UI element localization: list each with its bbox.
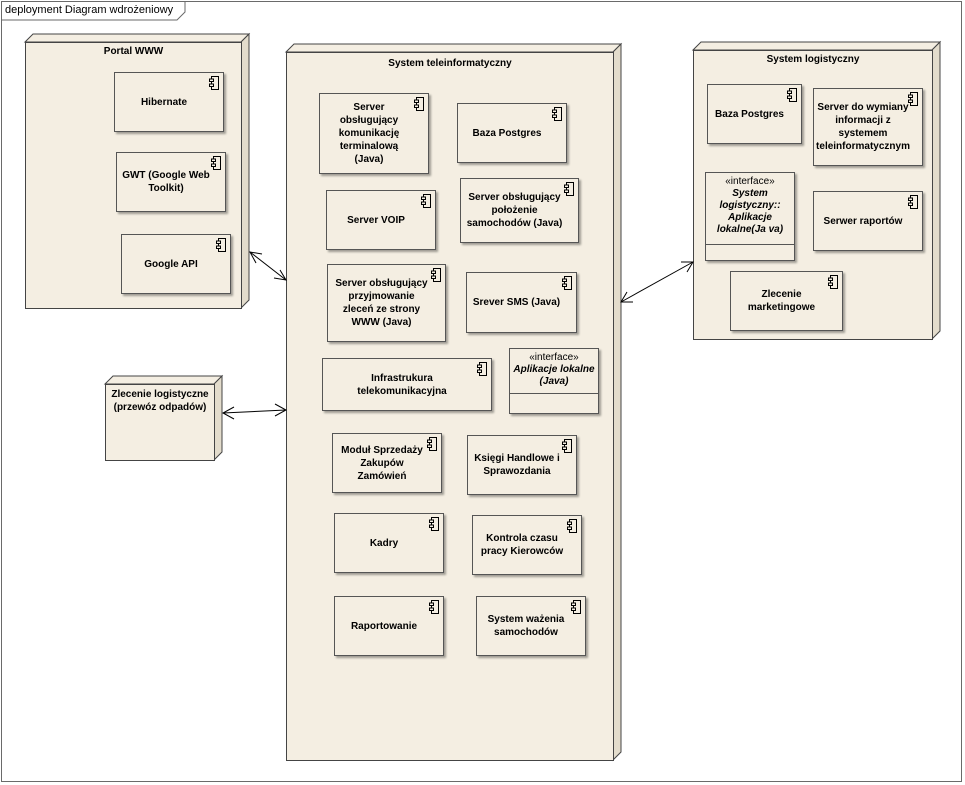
component-icon [216, 238, 226, 252]
component-icon [211, 156, 221, 170]
component-label: Server VOIP [347, 214, 405, 226]
component-icon [431, 268, 441, 282]
component-hibernate[interactable]: Hibernate [114, 72, 224, 132]
component-modul-sprzedazy[interactable]: Moduł Sprzedaży Zakupów Zamówień [332, 433, 442, 493]
component-infrastruktura[interactable]: Infrastrukura telekomunikacyjna [322, 358, 492, 411]
component-icon [787, 88, 797, 102]
component-icon [477, 362, 487, 376]
component-icon [562, 439, 572, 453]
component-label: Moduł Sprzedaży Zakupów Zamówień [341, 444, 423, 482]
component-label: Srever SMS (Java) [472, 297, 561, 308]
component-google-api[interactable]: Google API [121, 234, 231, 294]
component-icon [421, 194, 431, 208]
component-icon [908, 92, 918, 106]
component-icon [209, 76, 219, 90]
component-label: Server obsługujący położenie samochodów … [466, 192, 563, 229]
component-icon [427, 437, 437, 451]
component-icon [429, 517, 439, 531]
connector-system-logistics[interactable] [620, 261, 694, 303]
component-serwer-raportow[interactable]: Serwer raportów [813, 191, 923, 251]
component-icon [414, 97, 424, 111]
component-icon [908, 195, 918, 209]
node-zlecenie-logistyczne[interactable]: Zlecenie logistyczne (przewóz odpadów) [103, 374, 224, 462]
component-logistics-baza-postgres[interactable]: Baza Postgres [707, 84, 802, 144]
component-icon [828, 275, 838, 289]
connector-order-system[interactable] [221, 403, 288, 420]
interface-name: Aplikacje lokalne (Java) [513, 364, 595, 387]
node-title: Portal WWW [103, 46, 164, 57]
diagram-title: deployment Diagram wdrożeniowy [5, 4, 174, 16]
interface-aplikacje-lokalne[interactable]: «interface» Aplikacje lokalne (Java) [509, 348, 599, 414]
component-label: GWT (Google Web Toolkit) [122, 170, 210, 194]
component-server-sms[interactable]: Srever SMS (Java) [466, 272, 577, 333]
component-label: Raportowanie [350, 620, 418, 632]
component-icon [429, 600, 439, 614]
interface-stereotype: «interface» [725, 176, 775, 187]
node-title: System teleinformatyczny [388, 58, 512, 69]
component-icon [552, 107, 562, 121]
component-label: Server obsługujący komunikację terminalo… [338, 102, 400, 165]
component-label: Baza Postgres [472, 127, 542, 139]
component-zlecenie-marketingowe[interactable]: Zlecenie marketingowe [730, 271, 843, 331]
component-ksiegi-handlowe[interactable]: Księgi Handlowe i Sprawozdania [467, 435, 577, 495]
node-title: Zlecenie logistyczne (przewóz odpadów) [111, 389, 209, 413]
frame-tab-outline [1, 1, 186, 21]
component-icon [571, 600, 581, 614]
component-icon [567, 519, 577, 533]
component-label: Baza Postgres [715, 108, 784, 120]
component-icon [564, 182, 574, 196]
component-kadry[interactable]: Kadry [334, 513, 444, 573]
component-server-wymiany[interactable]: Server do wymiany informacji z systemem … [813, 88, 923, 166]
component-icon [562, 276, 572, 290]
node-3d-edge [23, 32, 251, 310]
node-title: System logistyczny [766, 54, 860, 65]
interface-separator [510, 393, 598, 394]
component-label: Hibernate [140, 96, 188, 108]
component-label: Księgi Handlowe i Sprawozdania [474, 453, 560, 477]
component-kontrola-czasu[interactable]: Kontrola czasu pracy Kierowców [472, 515, 582, 575]
component-label: Serwer raportów [823, 215, 903, 227]
component-label: Google API [144, 258, 198, 270]
interface-separator [706, 244, 794, 245]
component-label: Zlecenie marketingowe [747, 289, 816, 313]
component-baza-postgres[interactable]: Baza Postgres [457, 103, 567, 163]
component-gwt[interactable]: GWT (Google Web Toolkit) [116, 152, 226, 212]
component-label: Kadry [369, 537, 399, 549]
component-label: Server obsługujący przyjmowanie zleceń z… [335, 278, 428, 328]
component-server-terminal[interactable]: Server obsługujący komunikację terminalo… [319, 93, 429, 174]
connector-portal-system[interactable] [249, 251, 287, 281]
component-label: Server do wymiany informacji z systemem … [816, 102, 910, 152]
component-raportowanie[interactable]: Raportowanie [334, 596, 444, 656]
component-server-polozenie[interactable]: Server obsługujący położenie samochodów … [460, 178, 579, 243]
component-label: Kontrola czasu pracy Kierowców [480, 533, 564, 557]
interface-name: System logistyczny:: Aplikacje lokalne(J… [716, 188, 784, 235]
interface-stereotype: «interface» [529, 352, 579, 363]
component-label: Infrastrukura telekomunikacyjna [357, 372, 447, 397]
component-system-wazenia[interactable]: System ważenia samochodów [476, 596, 586, 656]
component-server-voip[interactable]: Server VOIP [326, 190, 436, 250]
component-label: System ważenia samochodów [487, 614, 565, 638]
interface-system-logistyczny[interactable]: «interface» System logistyczny:: Aplikac… [705, 172, 795, 261]
node-3d-edge [691, 40, 942, 341]
component-server-zlecenia-www[interactable]: Server obsługujący przyjmowanie zleceń z… [327, 264, 446, 342]
